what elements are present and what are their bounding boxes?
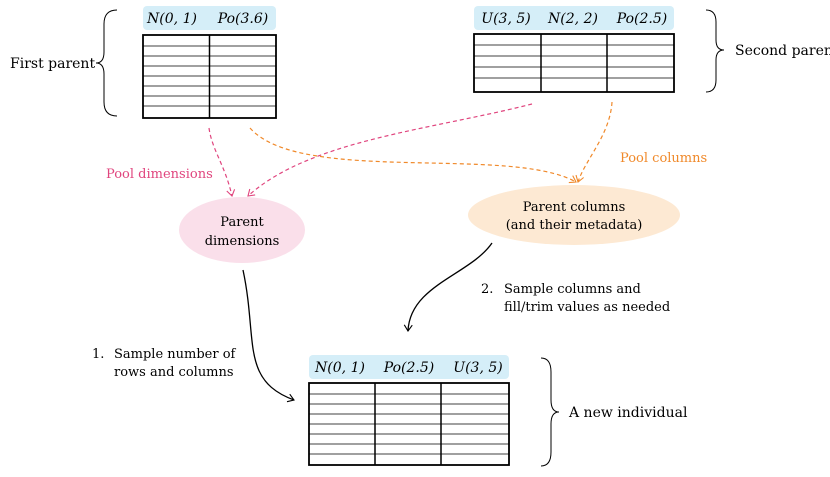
new-individual-header-1: N(0, 1)	[314, 360, 365, 376]
pool-dimensions-label: Pool dimensions	[106, 167, 213, 182]
first-parent-header-1: N(0, 1)	[146, 11, 197, 27]
first-parent-header-band	[143, 6, 276, 30]
step-1-line2: rows and columns	[114, 365, 234, 380]
step-2-line1: Sample columns and	[504, 282, 641, 297]
parent-columns-line1: Parent columns	[523, 200, 626, 215]
step-2-label: 2. Sample columns and fill/trim values a…	[481, 282, 670, 315]
new-individual-header-3: U(3, 5)	[453, 360, 502, 376]
parent-dimensions-line2: dimensions	[205, 234, 280, 249]
pool-columns-label: Pool columns	[620, 151, 707, 166]
parent-dimensions-node: Parent dimensions	[179, 197, 305, 263]
orange-arrow-second-to-columns	[575, 101, 613, 183]
parent-columns-node: Parent columns (and their metadata)	[468, 185, 680, 245]
new-individual-header-2: Po(2.5)	[383, 360, 434, 376]
arrow-dimensions-to-new	[242, 269, 295, 403]
step-2-number: 2.	[481, 282, 493, 297]
first-parent-table	[142, 34, 277, 119]
orange-arrow-first-to-columns	[249, 127, 577, 184]
pool-arrows	[208, 101, 613, 197]
second-parent-header-3: Po(2.5)	[616, 11, 667, 27]
step-1-label: 1. Sample number of rows and columns	[92, 347, 237, 380]
second-parent-brace	[705, 9, 725, 93]
sample-arrows	[242, 242, 493, 403]
parent-dimensions-line1: Parent	[220, 215, 264, 230]
first-parent-header-2: Po(3.6)	[217, 11, 268, 27]
step-1-number: 1.	[92, 347, 104, 362]
first-parent: N(0, 1) Po(3.6) First parent	[10, 6, 277, 119]
second-parent-header-band	[474, 6, 674, 30]
second-parent-table	[473, 33, 675, 93]
second-parent-label: Second parent	[735, 43, 830, 59]
step-2-line2: fill/trim values as needed	[504, 300, 670, 315]
second-parent-header-2: N(2, 2)	[547, 11, 598, 27]
new-individual-brace	[540, 357, 560, 467]
second-parent-header-1: U(3, 5)	[481, 11, 530, 27]
first-parent-brace	[95, 9, 118, 117]
parent-columns-line2: (and their metadata)	[506, 218, 643, 233]
first-parent-label: First parent	[10, 56, 95, 72]
new-individual-header-band	[309, 355, 509, 379]
new-individual-table	[308, 382, 510, 466]
new-individual-label: A new individual	[568, 405, 688, 421]
arrow-columns-to-new	[403, 242, 493, 332]
new-individual: N(0, 1) Po(2.5) U(3, 5) A new individual	[308, 355, 688, 467]
pink-arrow-first-to-dimensions	[208, 127, 236, 197]
pink-arrow-second-to-dimensions	[247, 103, 533, 197]
step-1-line1: Sample number of	[114, 347, 237, 362]
second-parent: U(3, 5) N(2, 2) Po(2.5) Second parent	[473, 6, 830, 93]
